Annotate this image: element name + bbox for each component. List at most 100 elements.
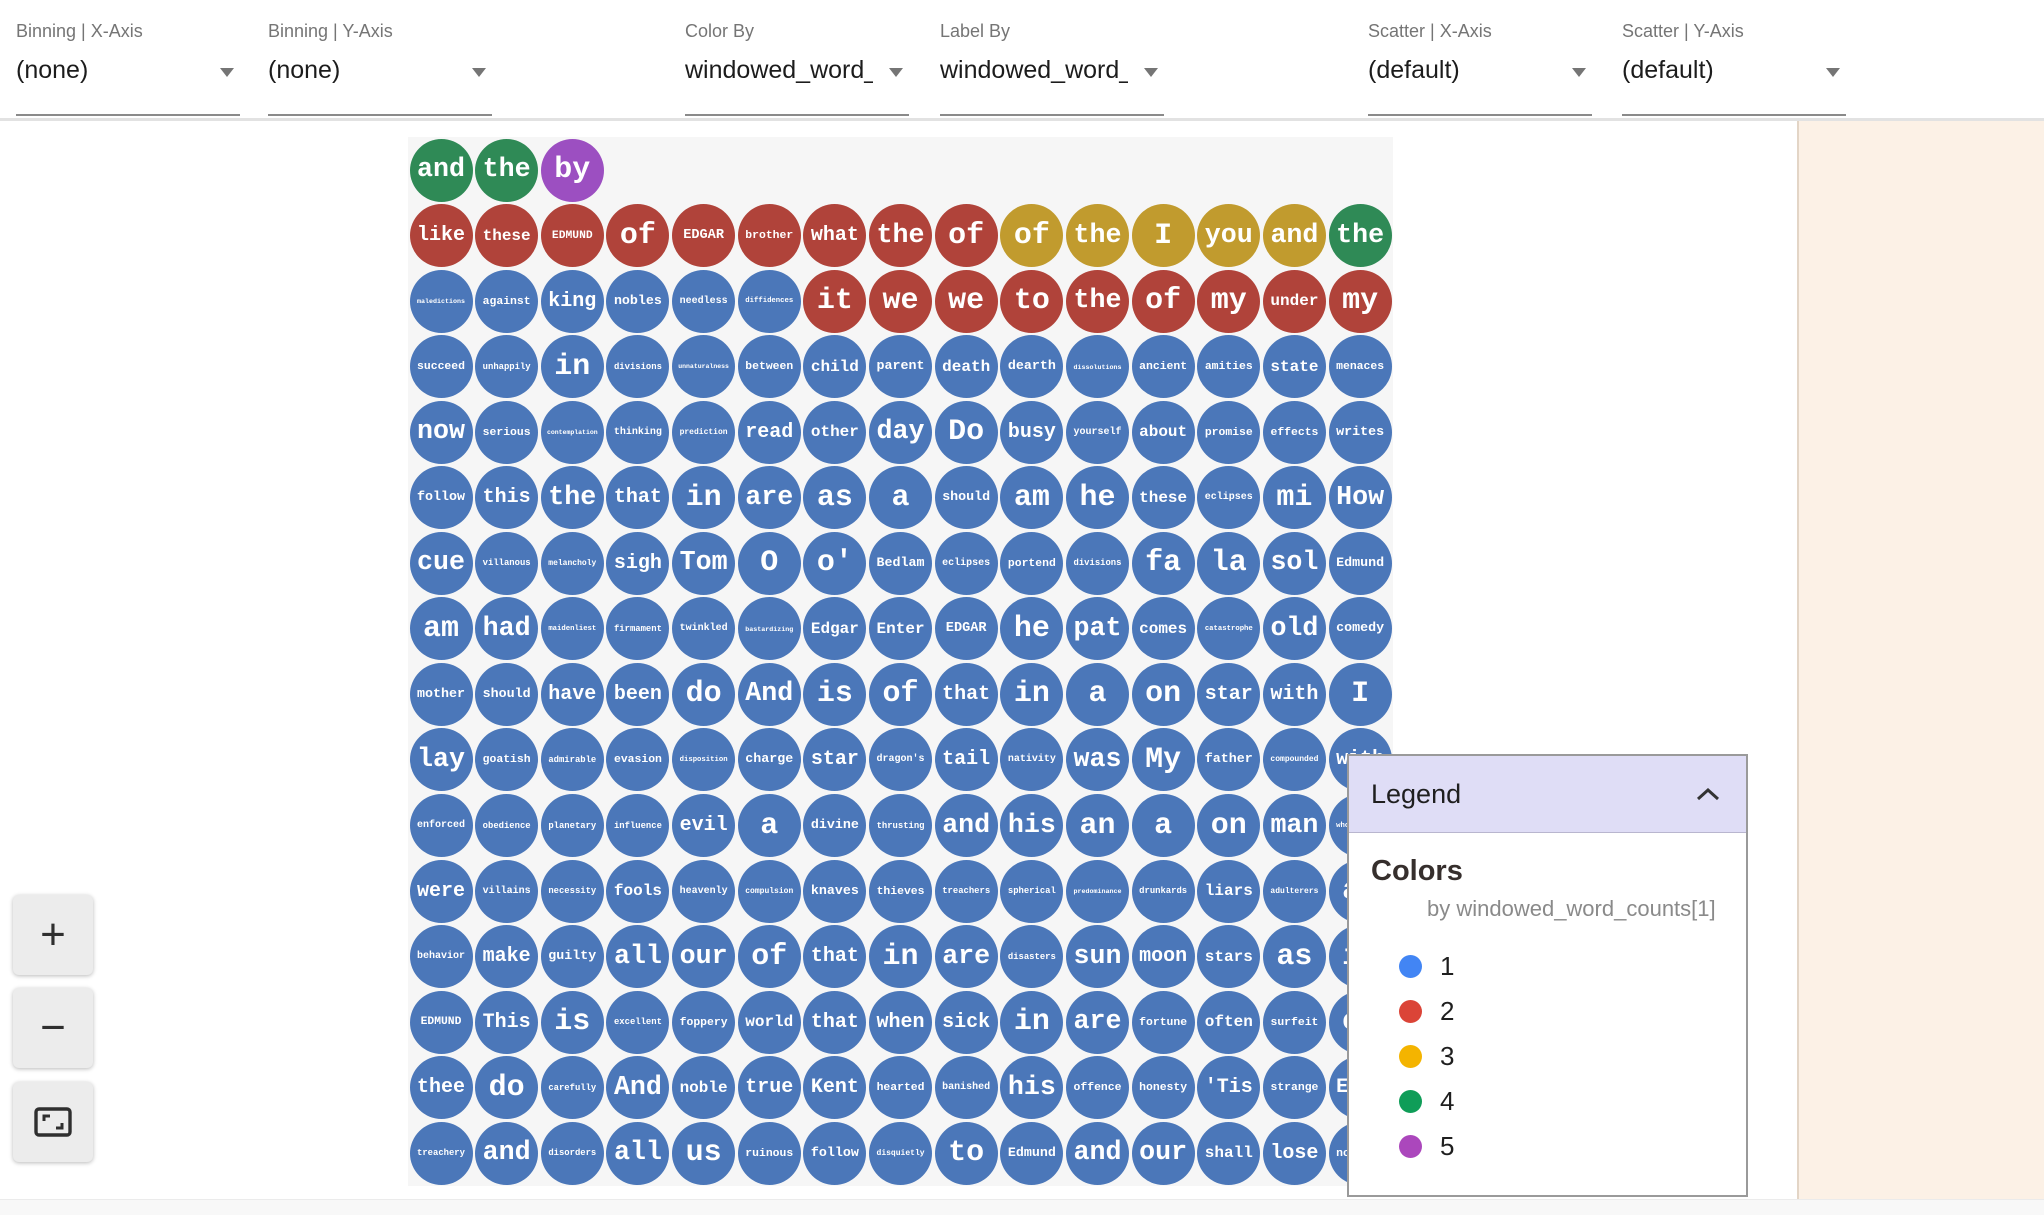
- grid-circle[interactable]: like: [409, 204, 473, 268]
- grid-circle[interactable]: star: [803, 728, 867, 792]
- grid-circle[interactable]: are: [737, 466, 801, 530]
- grid-circle[interactable]: firmament: [606, 597, 670, 661]
- grid-circle[interactable]: thee: [409, 1056, 473, 1120]
- grid-circle[interactable]: my: [1197, 269, 1261, 333]
- grid-circle[interactable]: effects: [1262, 400, 1326, 464]
- grid-circle[interactable]: excellent: [606, 990, 670, 1054]
- grid-circle[interactable]: ancient: [1131, 335, 1195, 399]
- grid-circle[interactable]: of: [934, 204, 998, 268]
- grid-circle[interactable]: dragon's: [869, 728, 933, 792]
- grid-circle[interactable]: divisions: [1066, 531, 1129, 595]
- grid-circle[interactable]: charge: [737, 728, 801, 792]
- grid-circle[interactable]: what: [803, 204, 867, 268]
- grid-circle[interactable]: in: [540, 335, 604, 399]
- grid-circle[interactable]: been: [606, 662, 670, 726]
- grid-circle[interactable]: nobles: [606, 269, 670, 333]
- grid-circle[interactable]: our: [1131, 1121, 1195, 1185]
- grid-circle[interactable]: dearth: [1000, 335, 1064, 399]
- grid-circle[interactable]: influence: [606, 794, 670, 857]
- grid-circle[interactable]: drunkards: [1131, 859, 1195, 923]
- grid-circle[interactable]: and: [409, 138, 473, 202]
- grid-circle[interactable]: with: [1262, 662, 1326, 726]
- grid-circle[interactable]: contemplation: [540, 400, 604, 464]
- grid-circle[interactable]: maidenliest: [540, 597, 604, 661]
- grid-circle[interactable]: banished: [934, 1056, 998, 1120]
- zoom-out-button[interactable]: −: [13, 988, 93, 1068]
- grid-circle[interactable]: mi: [1262, 466, 1326, 530]
- grid-circle[interactable]: shall: [1197, 1121, 1261, 1185]
- grid-circle[interactable]: in: [1000, 662, 1064, 726]
- grid-circle[interactable]: behavior: [409, 925, 473, 989]
- grid-circle[interactable]: evil: [672, 794, 736, 857]
- grid-circle[interactable]: compounded: [1262, 728, 1326, 792]
- grid-circle[interactable]: disquietly: [869, 1121, 933, 1185]
- grid-circle[interactable]: a: [737, 794, 801, 857]
- grid-circle[interactable]: divisions: [606, 335, 670, 399]
- grid-circle[interactable]: sigh: [606, 531, 670, 595]
- grid-circle[interactable]: had: [475, 597, 539, 661]
- grid-circle[interactable]: that: [803, 990, 867, 1054]
- grid-circle[interactable]: and: [934, 794, 998, 857]
- grid-circle[interactable]: adulterers: [1262, 859, 1326, 923]
- grid-circle[interactable]: we: [869, 269, 933, 333]
- grid-circle[interactable]: thrusting: [869, 794, 933, 857]
- grid-circle[interactable]: obedience: [475, 794, 539, 857]
- dropdown-binning-x-axis[interactable]: Binning | X-Axis(none): [16, 20, 240, 116]
- grid-circle[interactable]: o': [803, 531, 867, 595]
- grid-circle[interactable]: on: [1131, 662, 1195, 726]
- grid-circle[interactable]: our: [672, 925, 736, 989]
- grid-circle[interactable]: unhappily: [475, 335, 539, 399]
- grid-circle[interactable]: O: [737, 531, 801, 595]
- grid-circle[interactable]: twinkled: [672, 597, 736, 661]
- grid-circle[interactable]: read: [737, 400, 801, 464]
- grid-circle[interactable]: that: [934, 662, 998, 726]
- grid-circle[interactable]: spherical: [1000, 859, 1064, 923]
- grid-circle[interactable]: the: [1066, 204, 1129, 268]
- grid-circle[interactable]: man: [1262, 794, 1326, 857]
- grid-circle[interactable]: parent: [869, 335, 933, 399]
- grid-circle[interactable]: he: [1066, 466, 1129, 530]
- grid-circle[interactable]: often: [1197, 990, 1261, 1054]
- legend-header[interactable]: Legend: [1349, 756, 1746, 833]
- grid-circle[interactable]: Edmund: [1328, 531, 1392, 595]
- grid-circle[interactable]: follow: [803, 1121, 867, 1185]
- grid-circle[interactable]: bastardizing: [737, 597, 801, 661]
- grid-circle[interactable]: star: [1197, 662, 1261, 726]
- grid-circle[interactable]: guilty: [540, 925, 604, 989]
- grid-circle[interactable]: compulsion: [737, 859, 801, 923]
- grid-circle[interactable]: catastrophe: [1197, 597, 1261, 661]
- grid-circle[interactable]: busy: [1000, 400, 1064, 464]
- grid-circle[interactable]: and: [1262, 204, 1326, 268]
- grid-circle[interactable]: serious: [475, 400, 539, 464]
- grid-circle[interactable]: a: [1066, 662, 1129, 726]
- grid-circle[interactable]: goatish: [475, 728, 539, 792]
- dropdown-scatter-x-axis[interactable]: Scatter | X-Axis(default): [1368, 20, 1592, 116]
- grid-circle[interactable]: follow: [409, 466, 473, 530]
- grid-circle[interactable]: are: [934, 925, 998, 989]
- grid-circle[interactable]: of: [606, 204, 670, 268]
- grid-circle[interactable]: melancholy: [540, 531, 604, 595]
- grid-circle[interactable]: in: [1000, 990, 1064, 1054]
- grid-circle[interactable]: and: [475, 1121, 539, 1185]
- grid-circle[interactable]: child: [803, 335, 867, 399]
- grid-circle[interactable]: I: [1131, 204, 1195, 268]
- grid-circle[interactable]: do: [475, 1056, 539, 1120]
- grid-circle[interactable]: when: [869, 990, 933, 1054]
- grid-circle[interactable]: these: [1131, 466, 1195, 530]
- zoom-in-button[interactable]: +: [13, 895, 93, 975]
- grid-circle[interactable]: brother: [737, 204, 801, 268]
- grid-circle[interactable]: planetary: [540, 794, 604, 857]
- grid-circle[interactable]: noble: [672, 1056, 736, 1120]
- grid-circle[interactable]: la: [1197, 531, 1261, 595]
- grid-circle[interactable]: admirable: [540, 728, 604, 792]
- grid-circle[interactable]: fortune: [1131, 990, 1195, 1054]
- grid-circle[interactable]: his: [1000, 794, 1064, 857]
- grid-circle[interactable]: disasters: [1000, 925, 1064, 989]
- grid-circle[interactable]: thieves: [869, 859, 933, 923]
- grid-circle[interactable]: in: [672, 466, 736, 530]
- grid-circle[interactable]: pat: [1066, 597, 1129, 661]
- grid-circle[interactable]: thinking: [606, 400, 670, 464]
- grid-circle[interactable]: state: [1262, 335, 1326, 399]
- grid-circle[interactable]: sick: [934, 990, 998, 1054]
